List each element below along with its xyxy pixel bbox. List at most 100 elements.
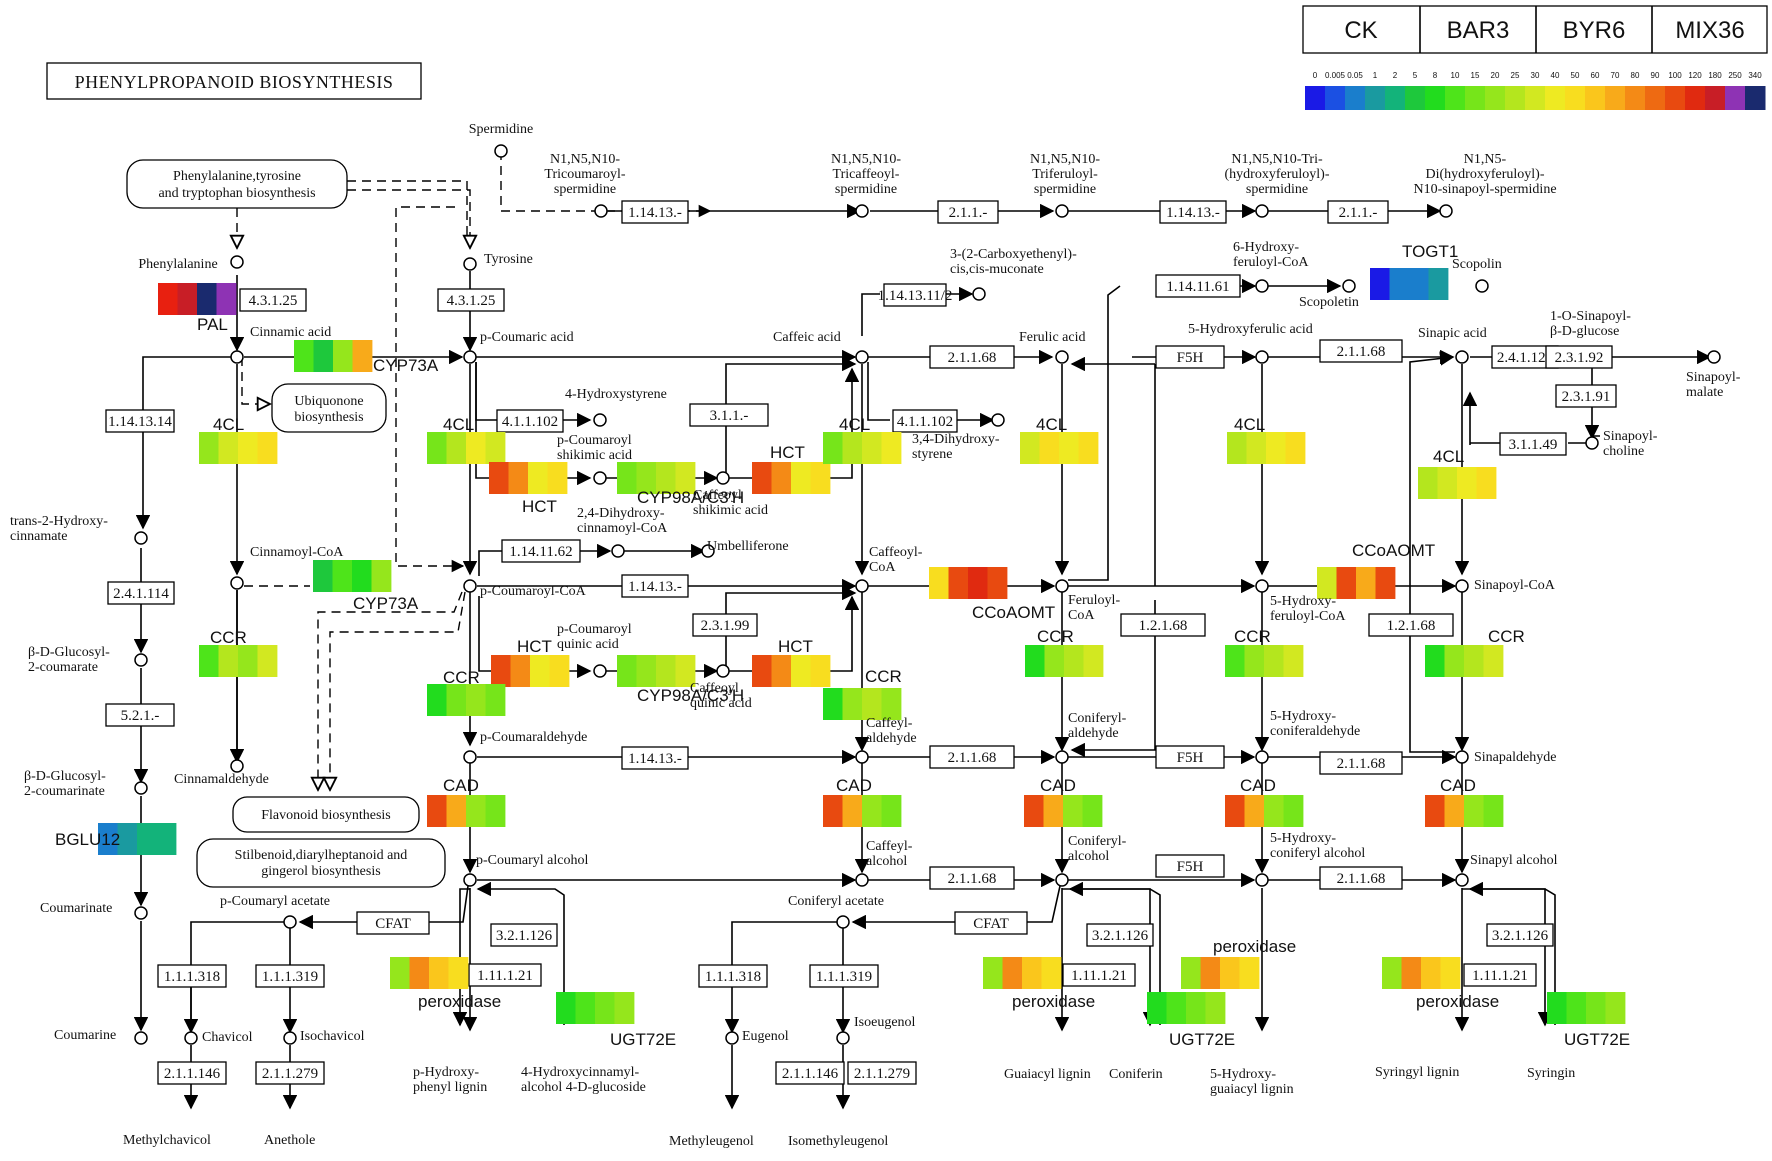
compound-node[interactable] <box>611 544 625 558</box>
gene-expression-cell[interactable] <box>791 462 811 494</box>
gene-expression-cell[interactable] <box>881 795 902 827</box>
gene-expression-cell[interactable] <box>823 688 843 720</box>
gene-expression-cell[interactable] <box>485 684 506 716</box>
gene-expression-cell[interactable] <box>485 432 506 464</box>
enzyme-box[interactable] <box>105 409 175 433</box>
compound-node[interactable] <box>134 653 148 667</box>
compound-node[interactable] <box>1342 279 1356 293</box>
enzyme-box[interactable] <box>1319 866 1403 890</box>
compound-node[interactable] <box>1255 204 1269 218</box>
compound-node[interactable] <box>991 413 1005 427</box>
gene-expression-cell[interactable] <box>1083 645 1104 677</box>
enzyme-box[interactable] <box>1062 963 1136 987</box>
gene-expression-cell[interactable] <box>1356 567 1376 599</box>
gene-expression-cell[interactable] <box>1044 645 1065 677</box>
gene-expression-cell[interactable] <box>1063 795 1083 827</box>
compound-node[interactable] <box>494 144 508 158</box>
gene-expression-cell[interactable] <box>491 655 511 687</box>
gene-expression-cell[interactable] <box>137 823 157 855</box>
gene-expression-cell[interactable] <box>752 655 772 687</box>
enzyme-box[interactable] <box>1086 923 1154 947</box>
gene-expression-cell[interactable] <box>771 462 792 494</box>
gene-expression-cell[interactable] <box>238 645 258 677</box>
gene-expression-cell[interactable] <box>1059 432 1079 464</box>
pathway-phenylalanine-link[interactable]: Phenylalanine,tyrosine <box>173 169 301 184</box>
enzyme-box[interactable] <box>157 1061 227 1085</box>
enzyme-box[interactable] <box>1319 339 1403 363</box>
compound-node[interactable] <box>1255 873 1269 887</box>
compound-node[interactable] <box>283 915 297 929</box>
gene-expression-cell[interactable] <box>842 688 863 720</box>
compound-node[interactable] <box>725 1031 739 1045</box>
gene-expression-cell[interactable] <box>448 957 469 989</box>
gene-expression-cell[interactable] <box>948 567 969 599</box>
gene-expression-cell[interactable] <box>1147 992 1167 1024</box>
compound-node[interactable] <box>1255 579 1269 593</box>
gene-expression-cell[interactable] <box>427 795 447 827</box>
gene-expression-cell[interactable] <box>1336 567 1357 599</box>
gene-expression-cell[interactable] <box>1043 795 1064 827</box>
compound-node[interactable] <box>1455 350 1469 364</box>
pathway-flavonoid-link[interactable]: Flavonoid biosynthesis <box>261 808 391 823</box>
compound-node[interactable] <box>855 873 869 887</box>
compound-node[interactable] <box>855 579 869 593</box>
gene-expression-cell[interactable] <box>675 462 696 494</box>
gene-expression-cell[interactable] <box>675 655 696 687</box>
gene-expression-cell[interactable] <box>530 655 550 687</box>
enzyme-box[interactable] <box>698 964 768 988</box>
gene-expression-cell[interactable] <box>823 795 843 827</box>
enzyme-box[interactable] <box>1155 854 1225 878</box>
compound-node[interactable] <box>1055 579 1069 593</box>
gene-expression-cell[interactable] <box>429 957 449 989</box>
gene-expression-cell[interactable] <box>1317 567 1337 599</box>
enzyme-box[interactable] <box>621 574 689 598</box>
gene-expression-cell[interactable] <box>1264 795 1284 827</box>
compound-node[interactable] <box>184 1031 198 1045</box>
enzyme-box[interactable] <box>621 746 689 770</box>
gene-expression-cell[interactable] <box>617 462 637 494</box>
enzyme-box[interactable] <box>501 539 581 563</box>
gene-expression-cell[interactable] <box>427 684 447 716</box>
compound-node[interactable] <box>1055 204 1069 218</box>
gene-expression-cell[interactable] <box>1421 957 1441 989</box>
gene-expression-cell[interactable] <box>983 957 1003 989</box>
gene-expression-cell[interactable] <box>446 432 467 464</box>
gene-expression-cell[interactable] <box>881 432 902 464</box>
gene-expression-cell[interactable] <box>1244 795 1265 827</box>
compound-node[interactable] <box>463 750 477 764</box>
compound-node[interactable] <box>283 1031 297 1045</box>
compound-node[interactable] <box>836 1031 850 1045</box>
enzyme-box[interactable] <box>1155 745 1225 769</box>
enzyme-box[interactable] <box>1155 345 1225 369</box>
enzyme-box[interactable] <box>255 1061 325 1085</box>
compound-node[interactable] <box>463 350 477 364</box>
gene-expression-cell[interactable] <box>446 684 467 716</box>
compound-node[interactable] <box>701 544 715 558</box>
enzyme-box[interactable] <box>929 345 1015 369</box>
enzyme-box[interactable] <box>496 409 564 433</box>
gene-expression-cell[interactable] <box>842 432 863 464</box>
enzyme-box[interactable] <box>1155 274 1241 298</box>
compound-node[interactable] <box>1707 350 1721 364</box>
gene-expression-cell[interactable] <box>1022 957 1042 989</box>
compound-node[interactable] <box>593 413 607 427</box>
compound-node[interactable] <box>1255 750 1269 764</box>
gene-expression-cell[interactable] <box>199 432 219 464</box>
gene-expression-cell[interactable] <box>197 283 217 315</box>
gene-expression-cell[interactable] <box>332 560 353 592</box>
gene-expression-cell[interactable] <box>1283 645 1304 677</box>
gene-expression-cell[interactable] <box>1002 957 1023 989</box>
gene-expression-cell[interactable] <box>1025 645 1045 677</box>
gene-expression-cell[interactable] <box>1244 645 1265 677</box>
compound-node[interactable] <box>1055 873 1069 887</box>
gene-expression-cell[interactable] <box>823 432 843 464</box>
pathway-stilbenoid-link-2[interactable]: gingerol biosynthesis <box>261 864 380 879</box>
gene-expression-cell[interactable] <box>117 823 138 855</box>
gene-expression-cell[interactable] <box>218 645 239 677</box>
enzyme-box[interactable] <box>1545 345 1613 369</box>
gene-expression-cell[interactable] <box>929 567 949 599</box>
gene-expression-cell[interactable] <box>881 688 902 720</box>
gene-expression-cell[interactable] <box>1464 645 1484 677</box>
enzyme-box[interactable] <box>239 288 307 312</box>
gene-expression-cell[interactable] <box>1024 795 1044 827</box>
